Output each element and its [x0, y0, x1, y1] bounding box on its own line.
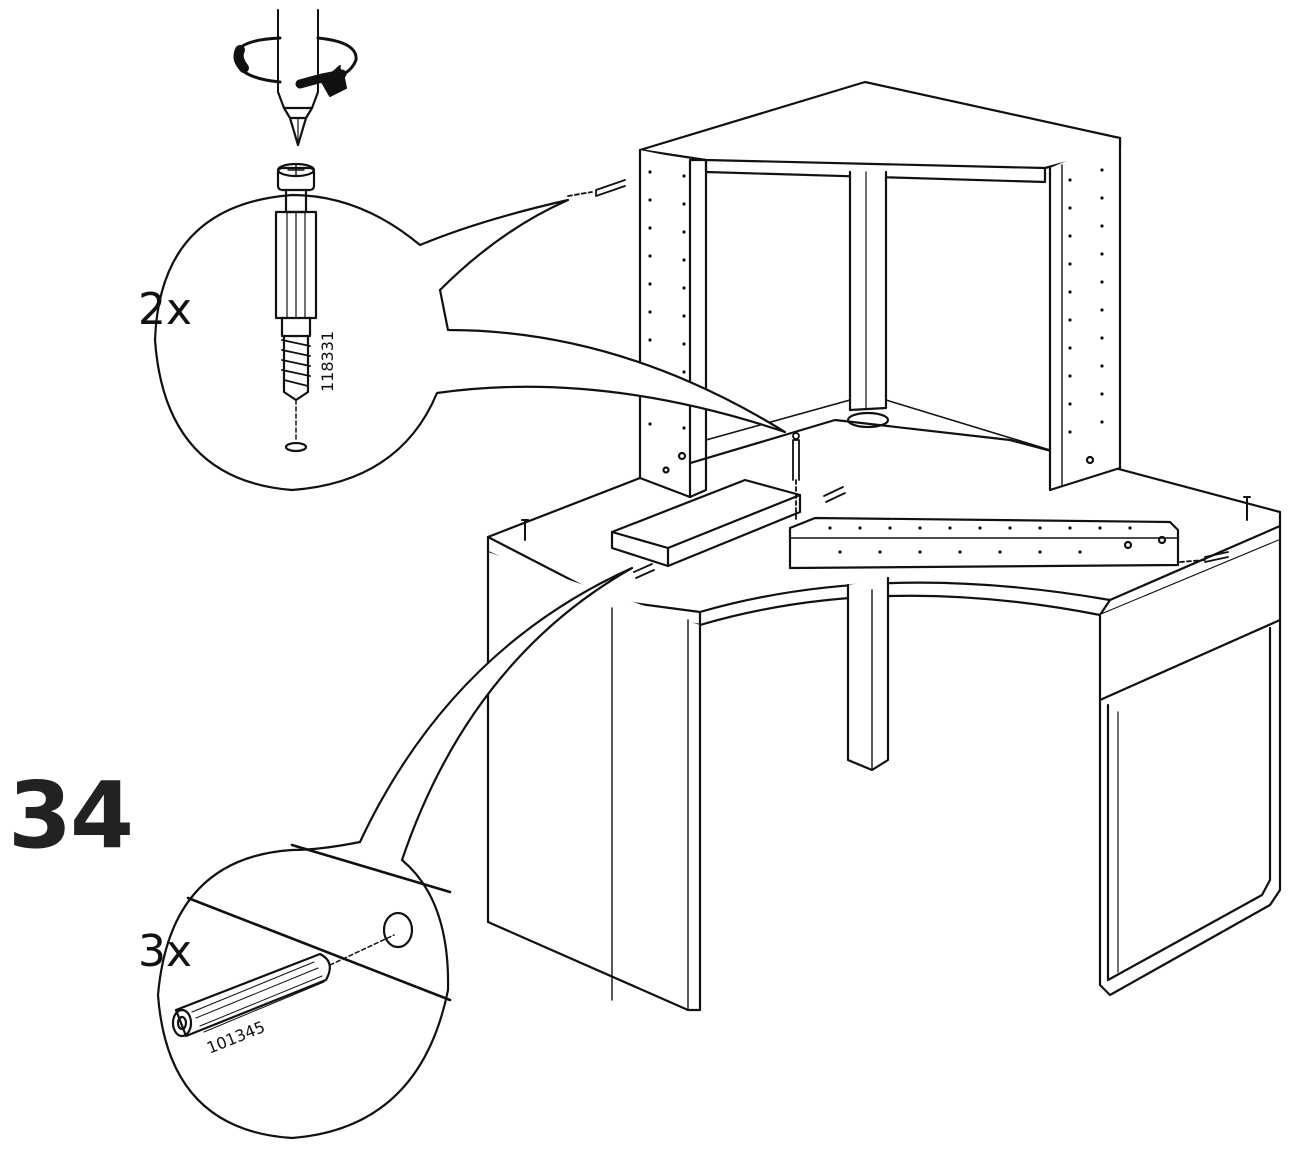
part-number-cam-screw: 118331 — [318, 330, 337, 392]
callout-bubble-cam-screw — [153, 193, 787, 492]
quantity-dowel: 3x — [138, 926, 193, 977]
cam-screw-icon — [274, 9, 320, 453]
quantity-cam-screw: 2x — [138, 284, 193, 335]
dowel-icon — [171, 843, 452, 1038]
board-left — [610, 478, 802, 568]
hutch — [638, 80, 1122, 499]
board-right — [788, 516, 1180, 570]
step-number: 34 — [8, 762, 134, 869]
fasteners — [567, 179, 1229, 579]
rotate-arrow-icon — [233, 36, 358, 97]
desk — [486, 418, 1282, 1012]
